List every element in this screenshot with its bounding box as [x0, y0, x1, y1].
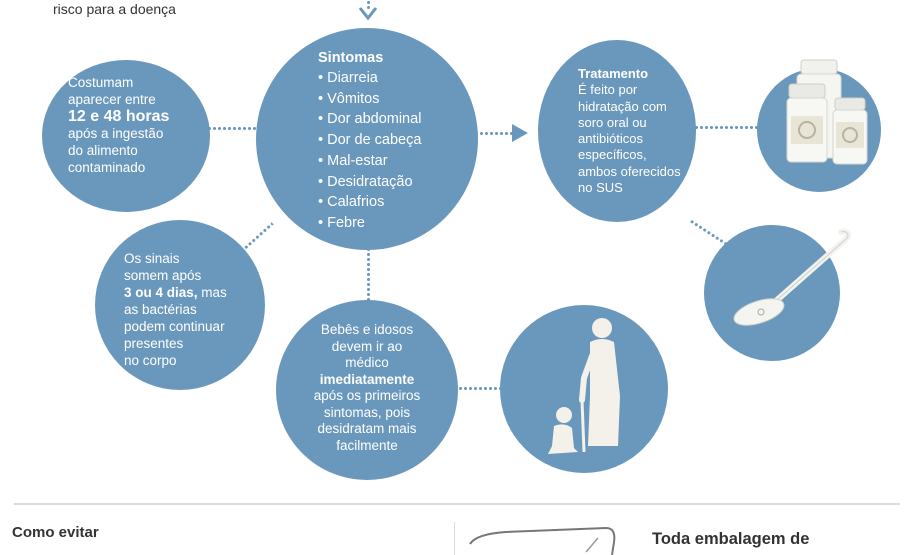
list-item: Calafrios: [318, 192, 468, 213]
onset-circle: [42, 60, 210, 212]
top-connector: [366, 0, 371, 10]
duration-text: Os sinais somem após 3 ou 4 dias, mas as…: [124, 251, 227, 368]
spoon-icon: [733, 228, 851, 326]
treatment-text: Tratamento É feito por hidratação com so…: [578, 66, 696, 196]
child-icon: [548, 407, 578, 454]
package-icon: [469, 526, 616, 555]
right-arrow-icon: [512, 124, 528, 142]
connector-pills: [694, 125, 758, 130]
list-item: Dor abdominal: [318, 109, 468, 130]
footer-vertical-divider: [454, 522, 455, 555]
footer-left-title: Como evitar: [12, 524, 99, 541]
risk-circle: [276, 300, 458, 480]
risk-text: Bebês e idosos devem ir ao médico imedia…: [313, 322, 421, 453]
symptoms-list: Diarreia Vômitos Dor abdominal Dor de ca…: [318, 68, 468, 234]
symptoms-text: Sintomas Diarreia Vômitos Dor abdominal …: [318, 50, 468, 234]
footer-right-title: Toda embalagem de: [652, 530, 810, 548]
list-item: Febre: [318, 213, 468, 234]
footer-divider: [14, 503, 900, 505]
list-item: Dor de cabeça: [318, 130, 468, 151]
connector-onset: [207, 126, 259, 131]
header-text: risco para a doença: [53, 1, 176, 17]
connector-risk: [366, 247, 371, 309]
list-item: Diarreia: [318, 68, 468, 89]
list-item: Desidratação: [318, 172, 468, 193]
pill-bottles-icon: [786, 59, 868, 165]
connector-treatment: [474, 131, 514, 136]
treatment-circle: [538, 40, 696, 222]
spoon-circle: [704, 225, 840, 361]
onset-text: Costumam aparecer entre 12 e 48 horas ap…: [68, 75, 170, 175]
elderly-woman-icon: [579, 318, 620, 453]
duration-circle: [95, 220, 265, 390]
down-arrow-icon: [358, 7, 378, 21]
symptoms-title: Sintomas: [318, 50, 384, 66]
treatment-title: Tratamento: [578, 66, 649, 81]
list-item: Mal-estar: [318, 151, 468, 172]
connector-elderly: [458, 386, 502, 391]
list-item: Vômitos: [318, 89, 468, 110]
